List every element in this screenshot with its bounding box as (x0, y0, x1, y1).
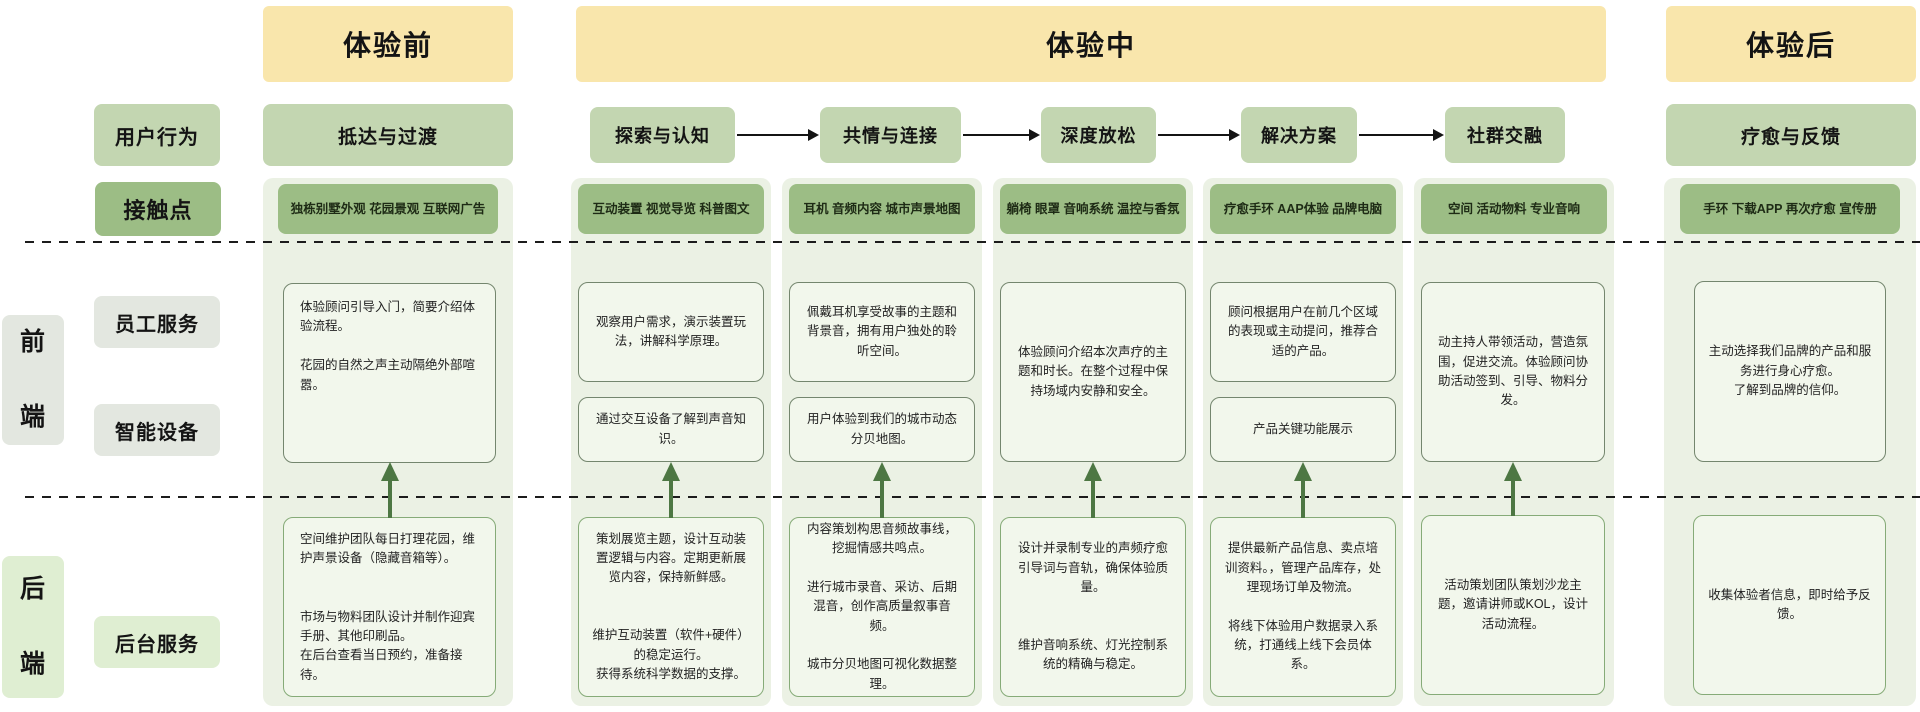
phase-header-post: 体验后 (1666, 6, 1916, 82)
frontend-box-post: 主动选择我们品牌的产品和服务进行身心疗愈。 了解到品牌的信仰。 (1694, 281, 1886, 462)
backend-box-empathy: 内容策划构思音频故事线，挖掘情感共鸣点。 进行城市录音、采访、后期混音，创作高质… (789, 517, 975, 697)
staff-box-solution: 顾问根据用户在前几个区域的表现或主动提问，推荐合适的产品。 (1210, 282, 1396, 382)
touchpoint-box-solution: 疗愈手环 AAP体验 品牌电脑 (1210, 184, 1396, 234)
upward-arrowhead-icon (873, 462, 891, 481)
upward-arrowhead-icon (662, 462, 680, 481)
flow-arrow-icon (1359, 129, 1444, 141)
upward-arrowhead-icon (1084, 462, 1102, 481)
row-label-backstage-service: 后台服务 (94, 616, 220, 668)
device-box-explore: 通过交互设备了解到声音知识。 (578, 397, 764, 462)
upward-arrow-icon (1301, 479, 1305, 518)
backend-box-community: 活动策划团队策划沙龙主题，邀请讲师或KOL，设计活动流程。 (1421, 515, 1605, 695)
frontend-box-community: 动主持人带领活动，营造氛围，促进交流。体验顾问协助活动签到、引导、物料分发。 (1421, 282, 1605, 462)
frontend-box-relax: 体验顾问介绍本次声疗的主题和时长。在整个过程中保持场域内安静和安全。 (1000, 282, 1186, 462)
upward-arrow-icon (388, 479, 392, 518)
frontend-box-pre: 体验顾问引导入门，简要介绍体验流程。 花园的自然之声主动隔绝外部喧嚣。 (283, 283, 496, 463)
backend-box-pre: 空间维护团队每日打理花园，维护声景设备（隐藏音箱等）。 市场与物料团队设计并制作… (283, 517, 496, 697)
touchpoint-box-community: 空间 活动物料 专业音响 (1421, 184, 1607, 234)
touchpoint-box-empathy: 耳机 音频内容 城市声景地图 (789, 184, 975, 234)
backend-box-solution: 提供最新产品信息、卖点培训资料。，管理产品库存，处理现场订单及物流。 将线下体验… (1210, 517, 1396, 697)
flow-arrow-icon (737, 129, 819, 141)
behavior-box-solution: 解决方案 (1241, 107, 1357, 163)
behavior-box-relax: 深度放松 (1041, 107, 1156, 163)
device-box-solution: 产品关键功能展示 (1210, 397, 1396, 462)
behavior-box-arrival: 抵达与过渡 (263, 104, 513, 166)
line-of-visibility (25, 496, 1920, 498)
behavior-box-healing: 疗愈与反馈 (1666, 104, 1916, 166)
row-label-touchpoint: 接触点 (95, 182, 221, 236)
upward-arrowhead-icon (1504, 462, 1522, 481)
row-label-backend: 后 端 (2, 556, 64, 698)
backend-box-post: 收集体验者信息，即时给予反馈。 (1693, 515, 1886, 695)
row-label-staff-service: 员工服务 (94, 296, 220, 348)
backend-box-explore: 策划展览主题，设计互动装置逻辑与内容。定期更新展览内容，保持新鲜感。 维护互动装… (578, 517, 764, 697)
upward-arrow-icon (880, 479, 884, 518)
upward-arrow-icon (669, 479, 673, 518)
touchpoint-box-post: 手环 下载APP 再次疗愈 宣传册 (1680, 184, 1900, 234)
phase-header-pre: 体验前 (263, 6, 513, 82)
flow-arrow-icon (1158, 129, 1240, 141)
touchpoint-box-relax: 躺椅 眼罩 音响系统 温控与香氛 (1000, 184, 1186, 234)
backend-box-relax: 设计并录制专业的声频疗愈引导词与音轨，确保体验质量。 维护音响系统、灯光控制系统… (1000, 517, 1186, 697)
line-of-interaction (25, 241, 1920, 243)
upward-arrowhead-icon (381, 462, 399, 481)
staff-box-empathy: 佩戴耳机享受故事的主题和背景音，拥有用户独处的聆听空间。 (789, 282, 975, 382)
behavior-box-community: 社群交融 (1445, 107, 1565, 163)
touchpoint-box-explore: 互动装置 视觉导览 科普图文 (578, 184, 764, 234)
staff-box-explore: 观察用户需求，演示装置玩法，讲解科学原理。 (578, 282, 764, 382)
behavior-box-explore: 探索与认知 (590, 107, 735, 163)
upward-arrow-icon (1511, 479, 1515, 516)
upward-arrowhead-icon (1294, 462, 1312, 481)
upward-arrow-icon (1091, 479, 1095, 518)
flow-arrow-icon (963, 129, 1040, 141)
phase-header-mid: 体验中 (576, 6, 1606, 82)
touchpoint-box-pre: 独栋别墅外观 花园景观 互联网广告 (278, 184, 498, 234)
behavior-box-empathy: 共情与连接 (820, 107, 961, 163)
device-box-empathy: 用户体验到我们的城市动态分贝地图。 (789, 397, 975, 462)
row-label-frontend: 前 端 (2, 315, 64, 445)
row-label-user-behavior: 用户行为 (94, 104, 220, 166)
row-label-smart-device: 智能设备 (94, 404, 220, 456)
